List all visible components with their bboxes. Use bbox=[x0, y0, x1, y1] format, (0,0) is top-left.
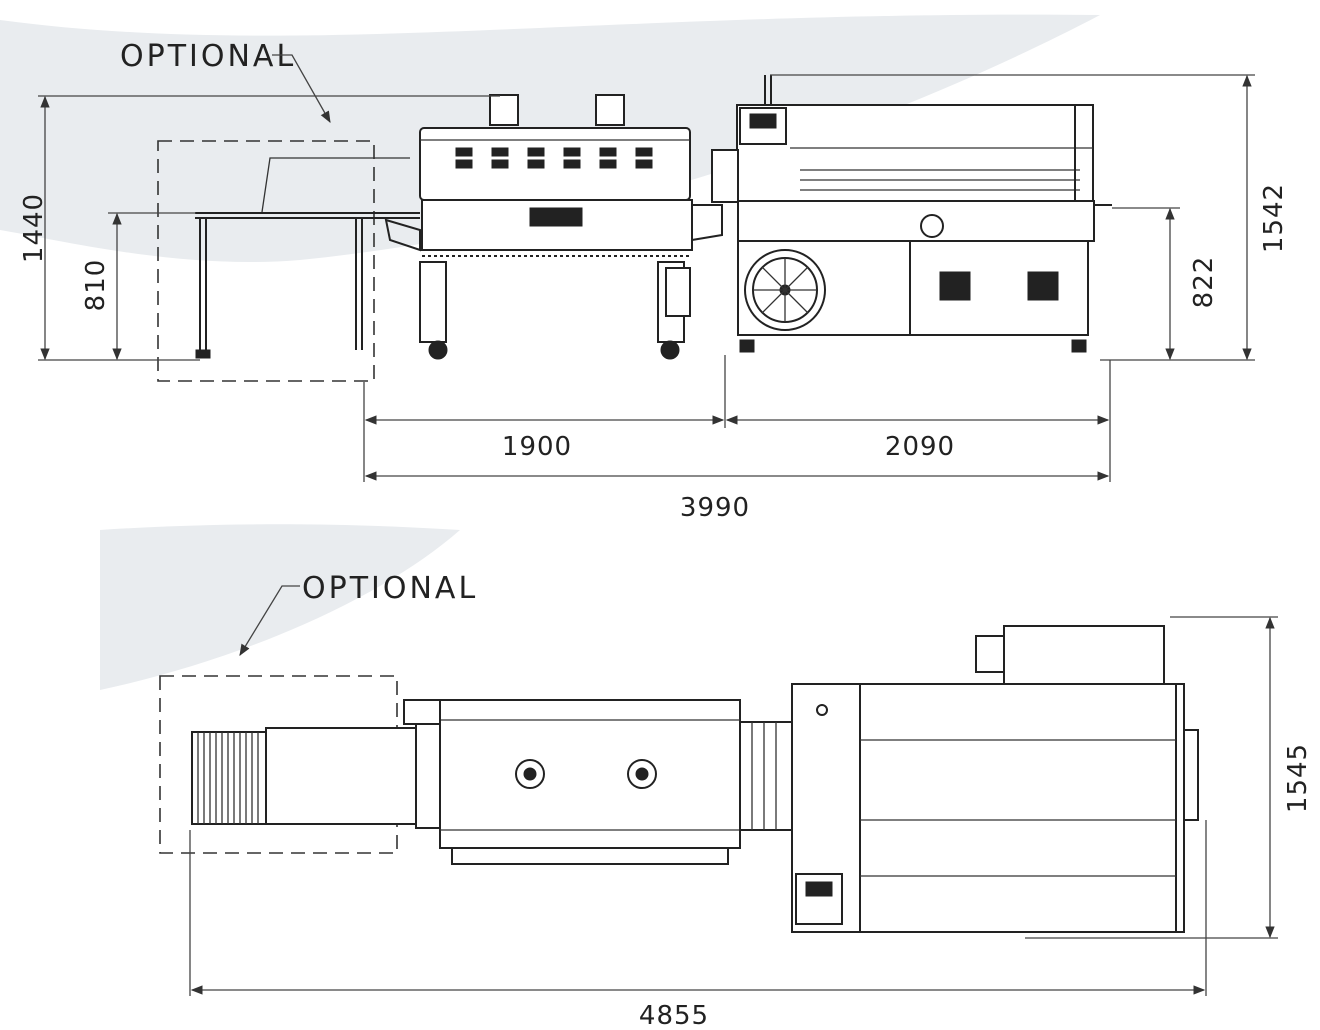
dim-3990: 3990 bbox=[680, 493, 750, 523]
side-view: OPTIONAL bbox=[19, 39, 1289, 523]
l-sealer bbox=[711, 75, 1112, 353]
tunnel-vents bbox=[455, 147, 653, 169]
optional-conveyor-outline bbox=[157, 140, 375, 382]
top-shrink-tunnel bbox=[403, 699, 793, 865]
top-tunnel-fan-1 bbox=[515, 759, 545, 789]
tunnel-motor-1 bbox=[489, 94, 519, 126]
dim-810: 810 bbox=[81, 259, 111, 312]
tunnel-logo bbox=[529, 207, 583, 227]
dim-1545: 1545 bbox=[1283, 743, 1313, 813]
background-swoosh-bottom bbox=[100, 524, 460, 690]
tunnel-wheel-right bbox=[660, 340, 680, 360]
dim-2090: 2090 bbox=[885, 432, 955, 462]
side-dimensions: 1440 810 1542 822 1900 2090 bbox=[19, 74, 1289, 523]
side-optional-label: OPTIONAL bbox=[120, 39, 296, 74]
tunnel-leg-left bbox=[419, 261, 447, 343]
infeed-conveyor bbox=[195, 157, 420, 359]
top-infeed-conveyor bbox=[191, 723, 441, 829]
tunnel-motor-2 bbox=[595, 94, 625, 126]
sealer-window-1 bbox=[939, 271, 971, 301]
top-optional-arrow bbox=[239, 585, 300, 656]
film-reel bbox=[744, 249, 826, 331]
top-optional-conveyor-outline bbox=[159, 675, 398, 854]
tunnel-wheel-left bbox=[428, 340, 448, 360]
dim-1542: 1542 bbox=[1259, 183, 1289, 253]
sealer-window-2 bbox=[1027, 271, 1059, 301]
dim-822: 822 bbox=[1189, 256, 1219, 309]
shrink-tunnel bbox=[384, 94, 723, 360]
top-l-sealer bbox=[791, 625, 1199, 933]
top-view: OPTIONAL bbox=[159, 571, 1313, 1030]
side-optional-arrow bbox=[272, 54, 331, 124]
dim-1440: 1440 bbox=[19, 193, 49, 263]
top-dimensions: 1545 4855 bbox=[189, 616, 1313, 1030]
top-optional-label: OPTIONAL bbox=[302, 571, 478, 606]
top-tunnel-fan-2 bbox=[627, 759, 657, 789]
sealer-gauge bbox=[920, 214, 944, 238]
dim-4855: 4855 bbox=[639, 1001, 709, 1030]
dim-1900: 1900 bbox=[502, 432, 572, 462]
